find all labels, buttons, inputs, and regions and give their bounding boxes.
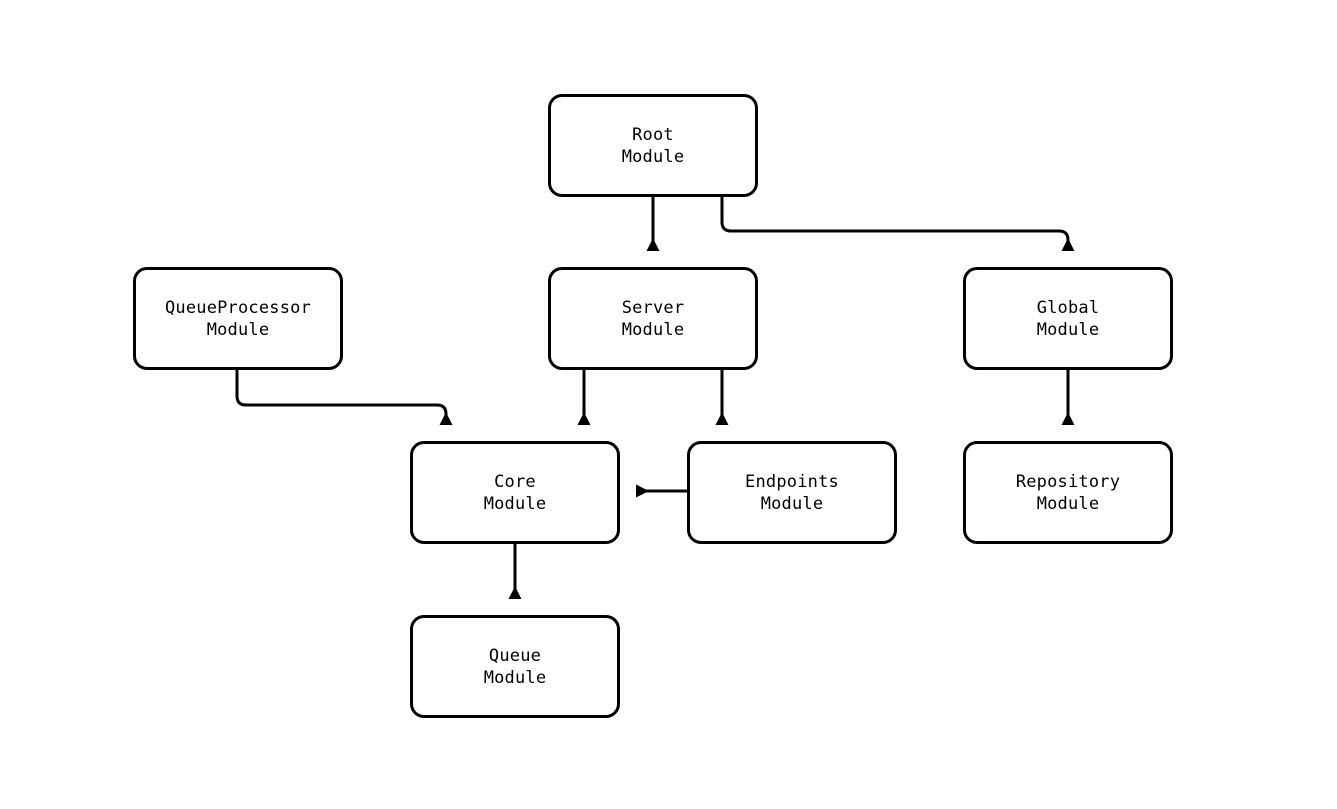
node-global-module[interactable]: Global Module [963, 267, 1173, 370]
node-core-module[interactable]: Core Module [410, 441, 620, 544]
node-root-module[interactable]: Root Module [548, 94, 758, 197]
node-queueprocessor-module[interactable]: QueueProcessor Module [133, 267, 343, 370]
node-server-module-label: Server Module [621, 297, 685, 340]
node-global-module-label: Global Module [1036, 297, 1100, 340]
node-repository-module-label: Repository Module [1015, 471, 1121, 514]
node-endpoints-module[interactable]: Endpoints Module [687, 441, 897, 544]
node-endpoints-module-label: Endpoints Module [745, 471, 839, 514]
node-queue-module-label: Queue Module [483, 645, 547, 688]
edge-root-to-global [720, 197, 1075, 252]
node-queueprocessor-module-label: QueueProcessor Module [164, 297, 312, 340]
node-core-module-label: Core Module [483, 471, 547, 514]
node-repository-module[interactable]: Repository Module [963, 441, 1173, 544]
node-root-module-label: Root Module [621, 124, 685, 167]
edge-queueprocessor-to-core [235, 370, 453, 426]
node-queue-module[interactable]: Queue Module [410, 615, 620, 718]
node-server-module[interactable]: Server Module [548, 267, 758, 370]
